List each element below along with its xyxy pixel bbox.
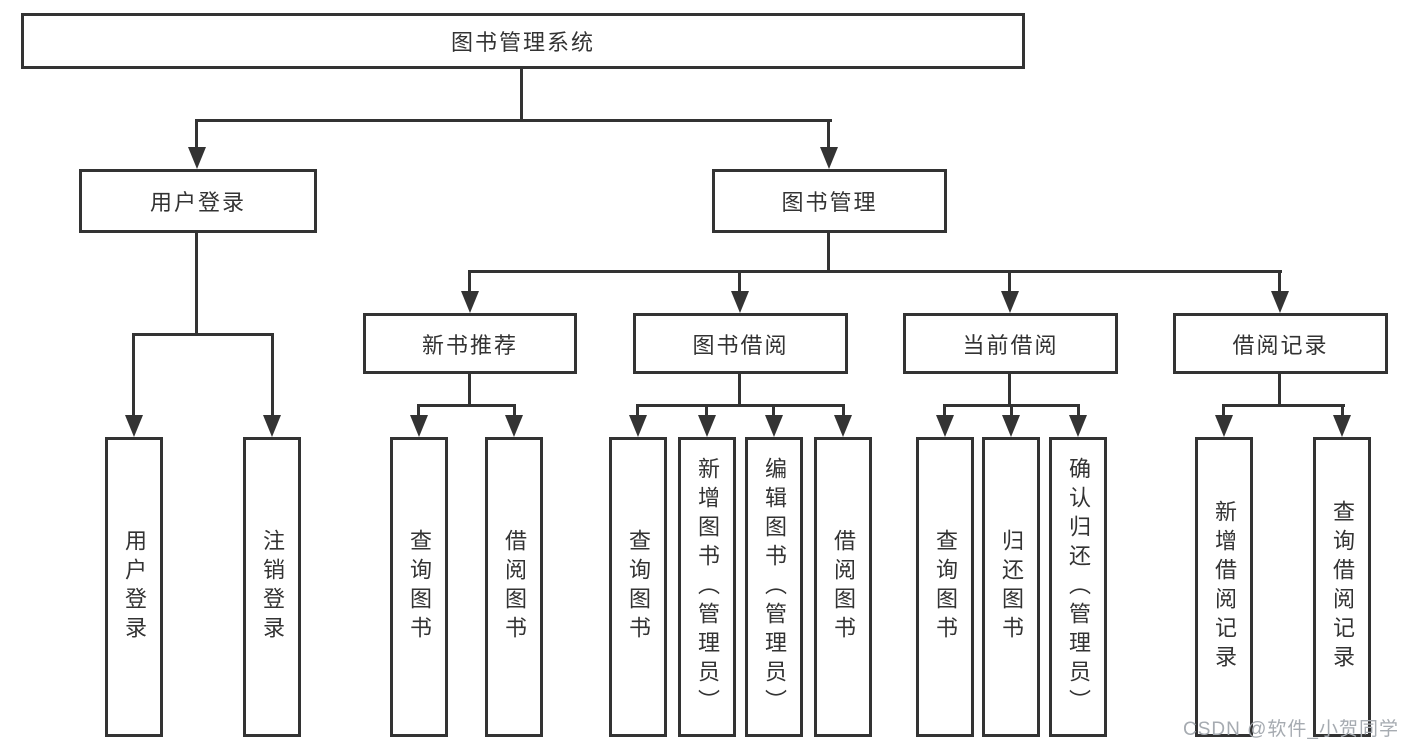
leaf-label: 用户登录 bbox=[122, 529, 147, 645]
node-borrowing-record: 借阅记录 bbox=[1173, 313, 1388, 374]
arrowhead-g3-leaf1 bbox=[629, 415, 647, 437]
arrowhead-g3-leaf4 bbox=[834, 415, 852, 437]
connector-user-login-bar bbox=[132, 333, 274, 336]
arrowhead-leaf-login bbox=[125, 415, 143, 437]
connector-drop-g3-leaf2 bbox=[705, 404, 708, 418]
node-book-borrowing: 图书借阅 bbox=[633, 313, 848, 374]
connector-book-borrow-bar bbox=[636, 404, 845, 407]
node-root-library-system: 图书管理系统 bbox=[21, 13, 1025, 69]
leaf-query-books-borrowing: 查询图书 bbox=[609, 437, 667, 737]
node-label: 图书管理 bbox=[781, 190, 878, 215]
connector-drop-new-book bbox=[468, 270, 471, 294]
arrowhead-book-mgmt bbox=[820, 147, 838, 169]
leaf-label: 查询图书 bbox=[626, 529, 651, 645]
connector-drop-book-mgmt bbox=[827, 119, 830, 151]
connector-drop-g3-leaf1 bbox=[636, 404, 639, 418]
connector-new-book-bar bbox=[417, 404, 516, 407]
leaf-label: 归还图书 bbox=[999, 529, 1024, 645]
node-label: 图书管理系统 bbox=[450, 30, 595, 55]
arrowhead-g2-leaf1 bbox=[410, 415, 428, 437]
arrowhead-g5-leaf1 bbox=[1215, 415, 1233, 437]
connector-drop-leaf-login bbox=[132, 333, 135, 418]
node-current-borrowing: 当前借阅 bbox=[903, 313, 1118, 374]
connector-current-borrow-stem bbox=[1008, 374, 1011, 407]
connector-borrow-record-bar bbox=[1222, 404, 1345, 407]
connector-drop-g5-leaf2 bbox=[1341, 404, 1344, 418]
connector-level3-bar bbox=[468, 270, 1282, 273]
leaf-user-login: 用户登录 bbox=[105, 437, 163, 737]
arrowhead-g4-leaf1 bbox=[936, 415, 954, 437]
connector-drop-g3-leaf3 bbox=[772, 404, 775, 418]
connector-drop-g2-leaf2 bbox=[513, 404, 516, 418]
node-label: 用户登录 bbox=[149, 190, 246, 215]
csdn-watermark: CSDN @软件_小贺同学 bbox=[1183, 719, 1399, 740]
leaf-label: 查询借阅记录 bbox=[1330, 500, 1355, 674]
leaf-query-books-current: 查询图书 bbox=[916, 437, 974, 737]
arrowhead-g2-leaf2 bbox=[505, 415, 523, 437]
leaf-label: 查询图书 bbox=[407, 529, 432, 645]
connector-drop-user-login bbox=[195, 119, 198, 151]
connector-drop-g5-leaf1 bbox=[1222, 404, 1225, 418]
connector-user-login-stem bbox=[195, 233, 198, 336]
arrowhead-current-borrow bbox=[1001, 291, 1019, 313]
arrowhead-g5-leaf2 bbox=[1333, 415, 1351, 437]
arrowhead-g3-leaf3 bbox=[765, 415, 783, 437]
node-book-management: 图书管理 bbox=[712, 169, 947, 233]
leaf-logout: 注销登录 bbox=[243, 437, 301, 737]
leaf-borrow-books-borrowing: 借阅图书 bbox=[814, 437, 872, 737]
connector-root-stem bbox=[520, 69, 523, 122]
connector-drop-borrow-record bbox=[1278, 270, 1281, 294]
leaf-label: 注销登录 bbox=[260, 529, 285, 645]
arrowhead-g3-leaf2 bbox=[698, 415, 716, 437]
node-label: 借阅记录 bbox=[1232, 332, 1329, 358]
leaf-confirm-return-admin: 确认归还（管理员） bbox=[1049, 437, 1107, 737]
arrowhead-g4-leaf2 bbox=[1002, 415, 1020, 437]
node-new-book-recommend: 新书推荐 bbox=[363, 313, 577, 374]
connector-drop-book-borrow bbox=[738, 270, 741, 294]
node-label: 图书借阅 bbox=[692, 332, 789, 358]
node-label: 新书推荐 bbox=[421, 332, 518, 358]
arrowhead-book-borrow bbox=[731, 291, 749, 313]
connector-drop-g2-leaf1 bbox=[417, 404, 420, 418]
connector-book-borrow-stem bbox=[738, 374, 741, 407]
connector-drop-g4-leaf1 bbox=[943, 404, 946, 418]
connector-book-mgmt-stem bbox=[827, 233, 830, 273]
node-user-login: 用户登录 bbox=[79, 169, 317, 233]
connector-drop-current-borrow bbox=[1008, 270, 1011, 294]
arrowhead-user-login bbox=[188, 147, 206, 169]
connector-level2-bar bbox=[196, 119, 832, 122]
arrowhead-g4-leaf3 bbox=[1069, 415, 1087, 437]
leaf-edit-books-admin: 编辑图书（管理员） bbox=[745, 437, 803, 737]
leaf-label: 确认归还（管理员） bbox=[1066, 456, 1091, 718]
leaf-add-borrow-record: 新增借阅记录 bbox=[1195, 437, 1253, 737]
connector-drop-leaf-logout bbox=[271, 333, 274, 418]
leaf-borrow-books-recommend: 借阅图书 bbox=[485, 437, 543, 737]
connector-new-book-stem bbox=[468, 374, 471, 407]
arrowhead-new-book bbox=[461, 291, 479, 313]
leaf-label: 编辑图书（管理员） bbox=[762, 456, 787, 718]
leaf-label: 借阅图书 bbox=[502, 529, 527, 645]
leaf-add-books-admin: 新增图书（管理员） bbox=[678, 437, 736, 737]
leaf-label: 新增图书（管理员） bbox=[695, 456, 720, 718]
leaf-query-books-recommend: 查询图书 bbox=[390, 437, 448, 737]
leaf-query-borrow-record: 查询借阅记录 bbox=[1313, 437, 1371, 737]
arrowhead-borrow-record bbox=[1271, 291, 1289, 313]
connector-drop-g4-leaf3 bbox=[1077, 404, 1080, 418]
leaf-label: 新增借阅记录 bbox=[1212, 500, 1237, 674]
node-label: 当前借阅 bbox=[962, 332, 1059, 358]
connector-borrow-record-stem bbox=[1278, 374, 1281, 407]
arrowhead-leaf-logout bbox=[263, 415, 281, 437]
leaf-label: 查询图书 bbox=[933, 529, 958, 645]
leaf-return-books: 归还图书 bbox=[982, 437, 1040, 737]
connector-drop-g3-leaf4 bbox=[842, 404, 845, 418]
connector-drop-g4-leaf2 bbox=[1010, 404, 1013, 418]
leaf-label: 借阅图书 bbox=[831, 529, 856, 645]
